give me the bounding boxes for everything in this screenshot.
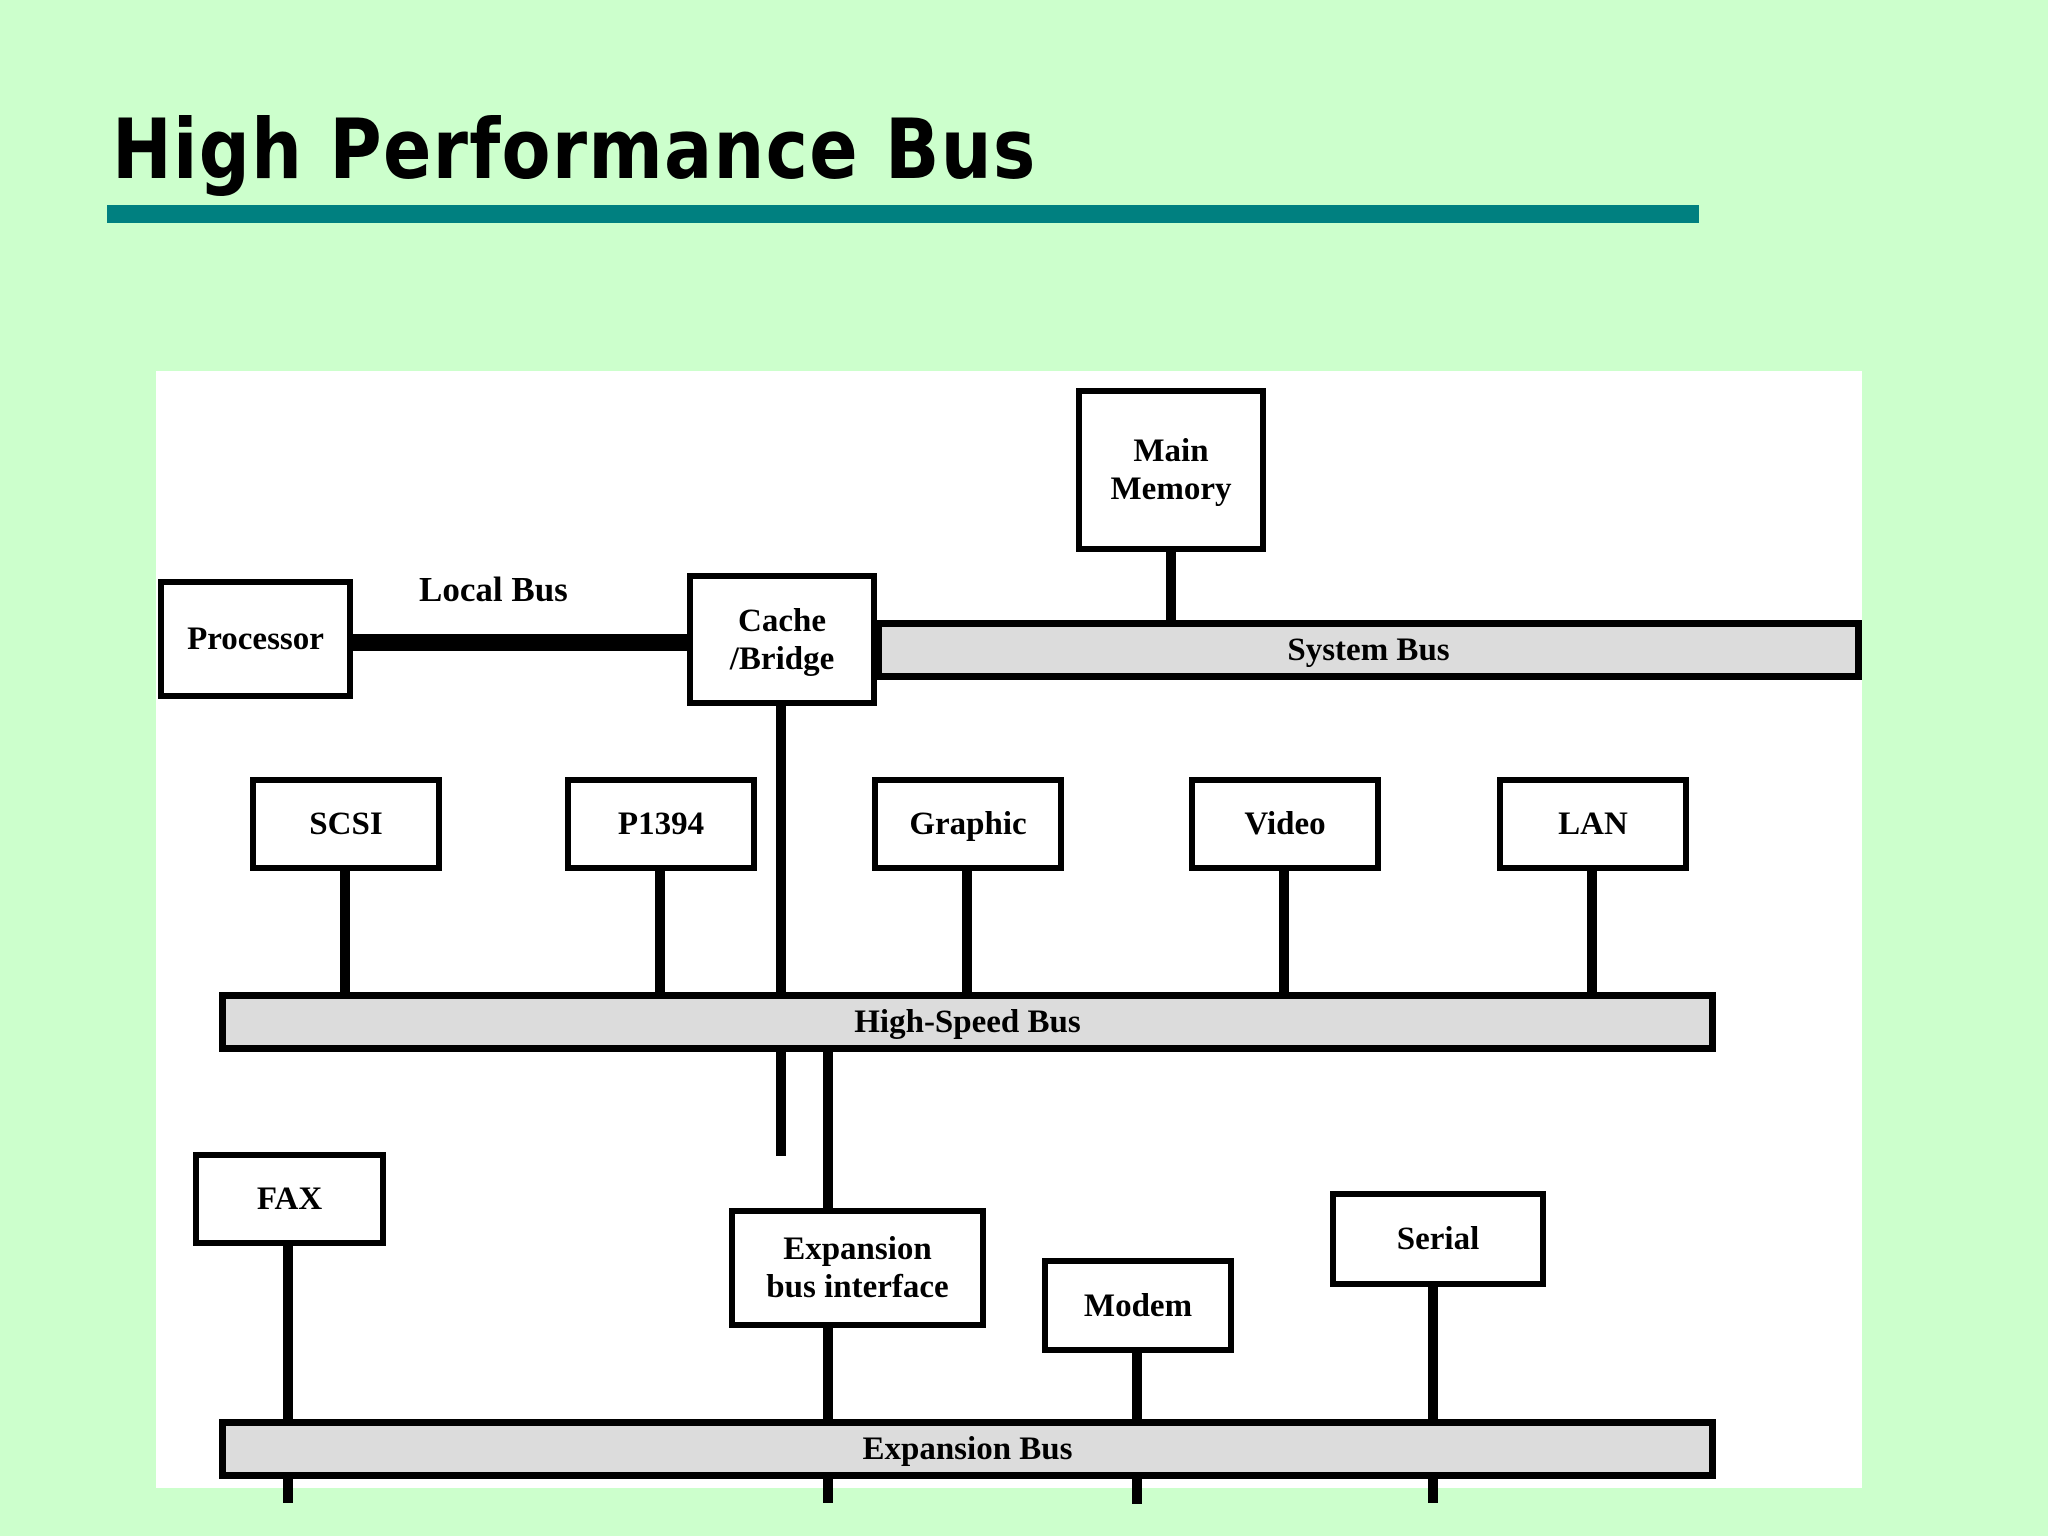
page-title: High Performance Bus <box>112 101 1037 198</box>
title-underline-rule <box>107 205 1699 223</box>
connector-scsi-to-high-speed-bus <box>340 868 350 998</box>
node-fax[interactable]: FAX <box>193 1152 386 1246</box>
node-p1394[interactable]: P1394 <box>565 777 757 871</box>
bus-system-bus[interactable]: System Bus <box>875 620 1862 680</box>
node-main-memory[interactable]: Main Memory <box>1076 388 1266 552</box>
node-cache-bridge[interactable]: Cache /Bridge <box>687 573 877 706</box>
connector-serial-to-expansion-bus <box>1428 1283 1438 1503</box>
connector-graphic-to-high-speed-bus <box>962 868 972 998</box>
node-scsi[interactable]: SCSI <box>250 777 442 871</box>
node-graphic[interactable]: Graphic <box>872 777 1064 871</box>
connector-cache-bridge-to-high-speed-bus <box>776 701 786 1156</box>
node-modem[interactable]: Modem <box>1042 1258 1234 1353</box>
connector-lan-to-high-speed-bus <box>1587 868 1597 998</box>
bus-expansion-bus[interactable]: Expansion Bus <box>219 1419 1716 1479</box>
node-serial[interactable]: Serial <box>1330 1191 1546 1287</box>
node-expansion-bus-interface[interactable]: Expansion bus interface <box>729 1208 986 1328</box>
connector-video-to-high-speed-bus <box>1279 868 1289 998</box>
diagram-canvas: Main Memory System Bus Processor Local B… <box>156 371 1862 1504</box>
connector-high-speed-bus-to-expansion-interface <box>823 1046 833 1212</box>
connector-fax-to-expansion-bus <box>283 1243 293 1503</box>
node-processor[interactable]: Processor <box>158 579 353 699</box>
node-video[interactable]: Video <box>1189 777 1381 871</box>
node-lan[interactable]: LAN <box>1497 777 1689 871</box>
edge-label-local-bus: Local Bus <box>419 570 568 609</box>
bus-high-speed-bus[interactable]: High-Speed Bus <box>219 992 1716 1052</box>
connector-main-memory-to-system-bus <box>1166 546 1176 628</box>
connector-p1394-to-high-speed-bus <box>655 868 665 998</box>
connector-expansion-interface-to-expansion-bus <box>823 1323 833 1503</box>
